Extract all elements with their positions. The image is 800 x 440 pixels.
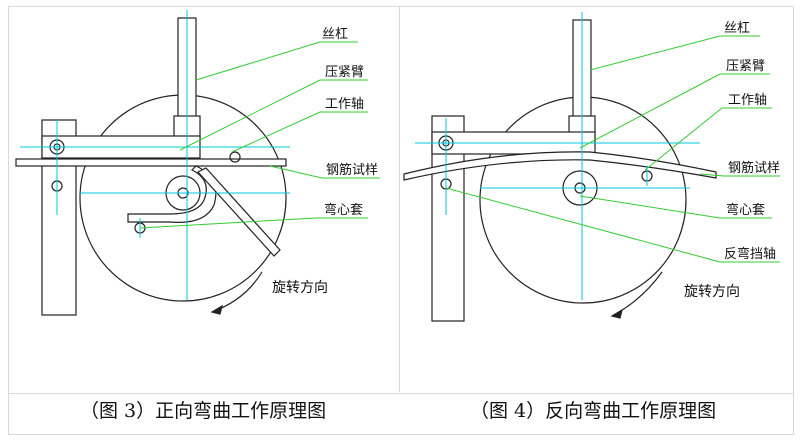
right-diagram [403,19,717,322]
left-rotation-arrow [211,271,263,313]
left-label-rebar-sample: 钢筋试样 [326,162,378,178]
left-rebar-bent-hook [127,165,217,223]
left-work-shaft [229,151,241,163]
right-label-rebar-sample: 钢筋试样 [728,160,780,176]
right-label-rotation: 旋转方向 [684,284,740,300]
left-rebar-straight [15,158,287,167]
left-label-bending-sleeve: 弯心套 [324,202,363,218]
right-label-bending-sleeve: 弯心套 [726,202,765,218]
right-rotation-arrow [611,271,663,317]
left-centerlines [20,10,290,300]
left-label-work-shaft: 工作轴 [325,97,364,112]
right-centerlines [415,12,700,300]
left-diagram [15,17,287,316]
right-leaders [445,35,780,263]
right-rotation-arrowhead [610,308,623,319]
right-label-screw: 丝杠 [724,20,750,36]
left-rebar-bent-tail [197,167,281,257]
left-label-rotation: 旋转方向 [272,280,328,296]
right-rebar-reverse-bent [403,151,717,181]
right-label-press-arm: 压紧臂 [726,59,765,74]
left-rotation-arrowhead [210,304,223,315]
figure-divider [399,6,400,392]
right-label-work-shaft: 工作轴 [728,93,767,108]
left-figure-caption: （图 3）正向弯曲工作原理图 [80,400,327,422]
caption-row [8,392,794,435]
figure-frame [8,6,794,394]
left-label-press-arm: 压紧臂 [325,65,364,80]
right-label-reverse-stop-shaft: 反弯挡轴 [724,246,776,262]
left-leaders [139,41,380,229]
right-figure-caption: （图 4）反向弯曲工作原理图 [470,400,717,422]
left-label-screw: 丝杠 [322,26,348,42]
